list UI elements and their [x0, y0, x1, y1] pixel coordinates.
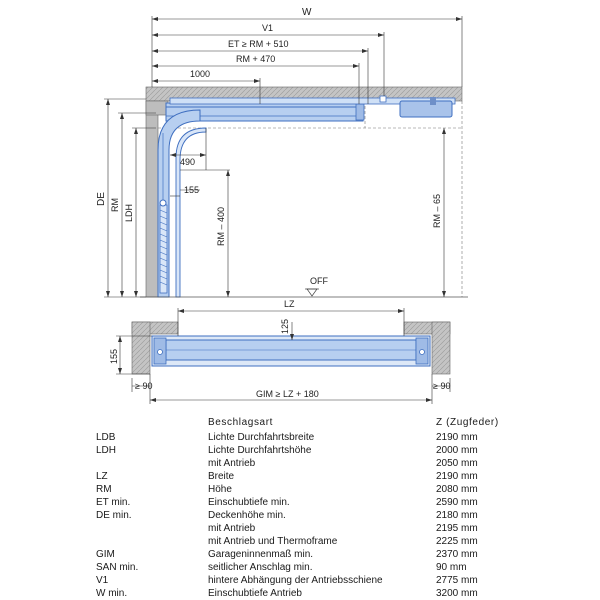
- row-code: ET min.: [96, 497, 131, 508]
- table-row: LDH Lichte Durchfahrtshöhe 2000 mm: [96, 444, 516, 457]
- row-description: Einschubtiefe min.: [208, 497, 290, 508]
- dim-155-side: 155: [109, 349, 119, 364]
- header-zugfeder: Z (Zugfeder): [436, 417, 499, 428]
- row-code: [96, 522, 208, 535]
- table-row: ET min. Einschubtiefe min. 2590 mm: [96, 496, 516, 509]
- table-row: DE min. Deckenhöhe min. 2180 mm: [96, 509, 516, 522]
- row-value: 2775 mm: [436, 575, 478, 586]
- row-value: 2190 mm: [436, 432, 478, 443]
- row-value: 2370 mm: [436, 549, 478, 560]
- dim-rm470: RM + 470: [236, 54, 275, 64]
- dim-155-top: 155: [184, 185, 199, 195]
- row-code: LDH: [96, 445, 117, 456]
- dim-rm400: RM – 400: [216, 207, 226, 246]
- header-code: [96, 416, 208, 431]
- header-beschlagsart: Beschlagsart: [208, 417, 274, 428]
- table-row: RM Höhe 2080 mm: [96, 483, 516, 496]
- row-description: Höhe: [208, 484, 232, 495]
- row-value: 2195 mm: [436, 523, 478, 534]
- table-row: LDB Lichte Durchfahrtsbreite 2190 mm: [96, 431, 516, 444]
- row-description: Einschubtiefe Antrieb: [208, 588, 302, 599]
- row-value: 2000 mm: [436, 445, 478, 456]
- row-value: 2180 mm: [436, 510, 478, 521]
- dim-ge90-left: ≥ 90: [135, 381, 152, 391]
- dim-w: W: [302, 7, 312, 18]
- row-description: mit Antrieb: [208, 458, 256, 469]
- row-code: LDB: [96, 432, 116, 443]
- row-value: 90 mm: [436, 562, 467, 573]
- row-code: [96, 535, 208, 548]
- row-description: seitlicher Anschlag min.: [208, 562, 313, 573]
- dim-125: 125: [280, 319, 290, 334]
- dim-gim: GIM ≥ LZ + 180: [256, 389, 319, 399]
- garage-door-diagram: OFF W V1 ET ≥ RM + 510 RM + 470 1000: [96, 7, 468, 404]
- row-description: Garageninnenmaß min.: [208, 549, 314, 560]
- plan-view: LZ 125 155 ≥ 90 ≥ 90 GIM ≥ LZ + 180: [109, 299, 450, 404]
- dim-lz: LZ: [284, 299, 295, 309]
- dim-1000: 1000: [190, 69, 210, 79]
- dim-ldh: LDH: [124, 204, 134, 222]
- row-value: 2050 mm: [436, 458, 478, 469]
- dim-rm65: RM – 65: [432, 194, 442, 228]
- row-code: RM: [96, 484, 112, 495]
- dim-ge90-right: ≥ 90: [433, 381, 450, 391]
- table-row: mit Antrieb 2195 mm: [96, 522, 516, 535]
- table-row: mit Antrieb und Thermoframe 2225 mm: [96, 535, 516, 548]
- row-description: hintere Abhängung der Antriebsschiene: [208, 575, 383, 586]
- row-code: W min.: [96, 588, 128, 599]
- row-description: Deckenhöhe min.: [208, 510, 286, 521]
- spec-table-header: Beschlagsart Z (Zugfeder): [96, 416, 516, 431]
- row-description: Lichte Durchfahrtsbreite: [208, 432, 315, 443]
- row-description: mit Antrieb und Thermoframe: [208, 536, 338, 547]
- dim-v1: V1: [262, 23, 273, 33]
- row-value: 2225 mm: [436, 536, 478, 547]
- row-value: 2590 mm: [436, 497, 478, 508]
- row-code: DE min.: [96, 510, 132, 521]
- row-code: LZ: [96, 471, 108, 482]
- row-value: 3200 mm: [436, 588, 478, 599]
- row-value: 2190 mm: [436, 471, 478, 482]
- table-row: V1 hintere Abhängung der Antriebsschiene 2…: [96, 574, 516, 587]
- table-row: SAN min. seitlicher Anschlag min. 90 mm: [96, 561, 516, 574]
- row-description: Breite: [208, 471, 235, 482]
- side-view: OFF W V1 ET ≥ RM + 510 RM + 470 1000: [96, 7, 468, 298]
- row-description: mit Antrieb: [208, 523, 256, 534]
- row-value: 2080 mm: [436, 484, 478, 495]
- spec-table: Beschlagsart Z (Zugfeder) LDB Lichte Durc…: [96, 416, 516, 600]
- dim-de: DE: [96, 192, 107, 206]
- row-code: SAN min.: [96, 562, 139, 573]
- vertical-rail: [157, 109, 207, 298]
- table-row: LZ Breite 2190 mm: [96, 470, 516, 483]
- lintel-block: [145, 100, 159, 298]
- row-code: [96, 457, 208, 470]
- dim-et: ET ≥ RM + 510: [228, 39, 289, 49]
- off-label: OFF: [310, 276, 328, 286]
- table-row: mit Antrieb 2050 mm: [96, 457, 516, 470]
- row-description: Lichte Durchfahrtshöhe: [208, 445, 312, 456]
- spring: [159, 204, 168, 294]
- row-code: V1: [96, 575, 109, 586]
- dim-490: 490: [180, 157, 195, 167]
- table-row: GIM Garageninnenmaß min. 2370 mm: [96, 548, 516, 561]
- dim-rm-left: RM: [110, 198, 120, 212]
- operator-motor: [399, 100, 453, 118]
- row-code: GIM: [96, 549, 115, 560]
- table-row: W min. Einschubtiefe Antrieb 3200 mm: [96, 587, 516, 600]
- horizontal-rail: [165, 95, 456, 122]
